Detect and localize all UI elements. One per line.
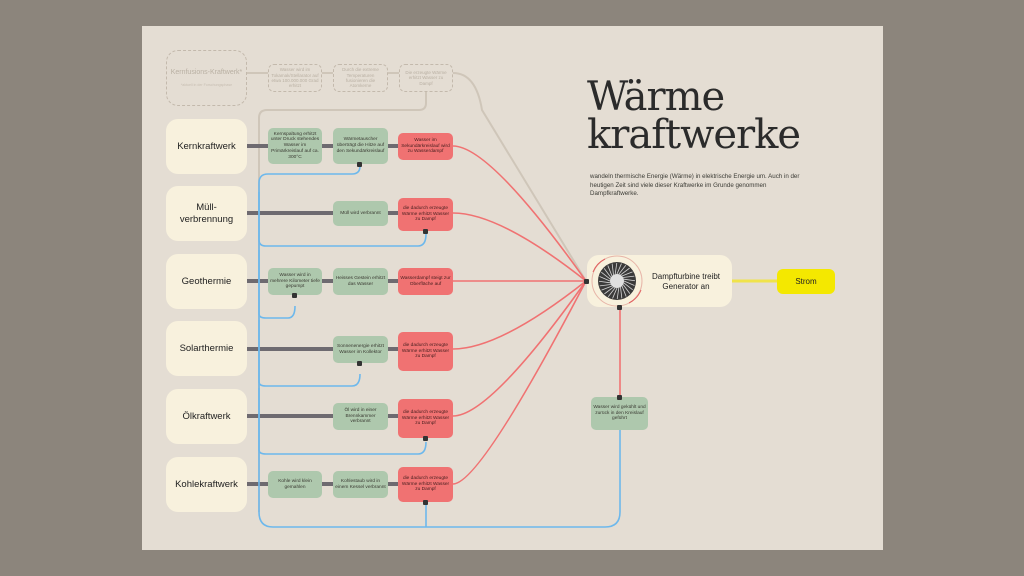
source-kernkraftwerk: Kernkraftwerk <box>166 119 247 174</box>
ghost-step-1: Wasser wird im Tokamak/Stellarator auf e… <box>268 64 322 92</box>
step-kohle-1: Kohle wird klein gemahlen <box>268 471 322 498</box>
steam-wire <box>452 280 587 350</box>
output-strom: Strom <box>777 269 835 294</box>
steam-oel: die dadurch erzeugte Wärme erhitzt Wasse… <box>398 399 453 438</box>
connector-cap <box>357 162 362 167</box>
steam-wires <box>452 145 621 485</box>
feed-bars <box>247 144 398 486</box>
ghost-source-label: Kernfusions-Kraftwerk* <box>170 68 243 76</box>
steam-geo: Wasserdampf steigt zur Oberfläche auf <box>398 268 453 295</box>
water-wire <box>258 320 361 387</box>
connector-cap <box>617 395 622 400</box>
source-muellverbrennung: Müll-verbrennung <box>166 186 247 241</box>
title-line-1: Wärme <box>587 74 725 120</box>
ghost-source-box: Kernfusions-Kraftwerk* *aktuell in der F… <box>166 50 247 106</box>
ghost-wire <box>452 72 587 282</box>
water-wires <box>258 165 621 528</box>
step-geo-1: Wasser wird in mehrere Kilometer tiefe g… <box>268 268 322 295</box>
ghost-wire <box>258 92 427 512</box>
connector-cap <box>423 500 428 505</box>
water-wire <box>258 165 621 528</box>
step-muell-1: Müll wird verbrannt <box>333 201 388 226</box>
page-title: Wärme kraftwerke <box>587 74 801 158</box>
connector-cap <box>617 305 622 310</box>
step-oel-1: Öl wird in einer Brennkammer verbrannt <box>333 403 388 430</box>
steam-kern: Wasser im Sekundärkreislauf wird zu Wass… <box>398 133 453 160</box>
step-solar-1: Sonnenenergie erhitzt Wasser im Kollekto… <box>333 336 388 363</box>
source-solarthermie: Solarthermie <box>166 321 247 376</box>
connector-cap <box>357 361 362 366</box>
steam-wire <box>452 280 587 417</box>
ghost-wires <box>247 72 587 512</box>
turbine-label: Dampfturbine treibt Generator an <box>651 272 721 291</box>
step-geo-2: Heisses Gestein erhitzt das Wasser <box>333 268 388 295</box>
connector-cap <box>423 229 428 234</box>
water-wire <box>258 250 296 319</box>
source-kohlekraftwerk: Kohlekraftwerk <box>166 457 247 512</box>
title-line-2: kraftwerke <box>587 112 801 158</box>
steam-muell: die dadurch erzeugte Wärme erhitzt Wasse… <box>398 198 453 231</box>
source-geothermie: Geothermie <box>166 254 247 309</box>
connector-cap <box>292 293 297 298</box>
connector-cap <box>584 279 589 284</box>
step-kohle-2: Kohlestaub wird in einem Kessel verbrann… <box>333 471 388 498</box>
ghost-step-2: Durch die extreme Temperaturen fusionier… <box>333 64 388 92</box>
return-step: Wasser wird gekühlt und zurück in den Kr… <box>591 397 648 430</box>
steam-wire <box>452 212 587 282</box>
ghost-source-note: *aktuell in der Forschungsphase <box>180 83 233 88</box>
intro-text: wandeln thermische Energie (Wärme) in el… <box>590 173 800 197</box>
connector-cap <box>423 436 428 441</box>
steam-wire <box>452 145 587 282</box>
step-kern-2: Wärmetauscher überträgt die Hitze auf de… <box>333 128 388 164</box>
water-wire <box>258 192 427 247</box>
step-kern-1: Kernspaltung erhitzt unter Druck stehend… <box>268 128 322 164</box>
water-wire <box>258 388 427 455</box>
steam-kohle: die dadurch erzeugte Wärme erhitzt Wasse… <box>398 467 453 502</box>
ghost-step-3: Die erzeugte Wärme erhitzt Wasser zu Dam… <box>399 64 453 92</box>
poster-panel <box>142 26 883 550</box>
steam-solar: die dadurch erzeugte Wärme erhitzt Wasse… <box>398 332 453 371</box>
source-oelkraftwerk: Ölkraftwerk <box>166 389 247 444</box>
steam-wire <box>452 280 587 485</box>
